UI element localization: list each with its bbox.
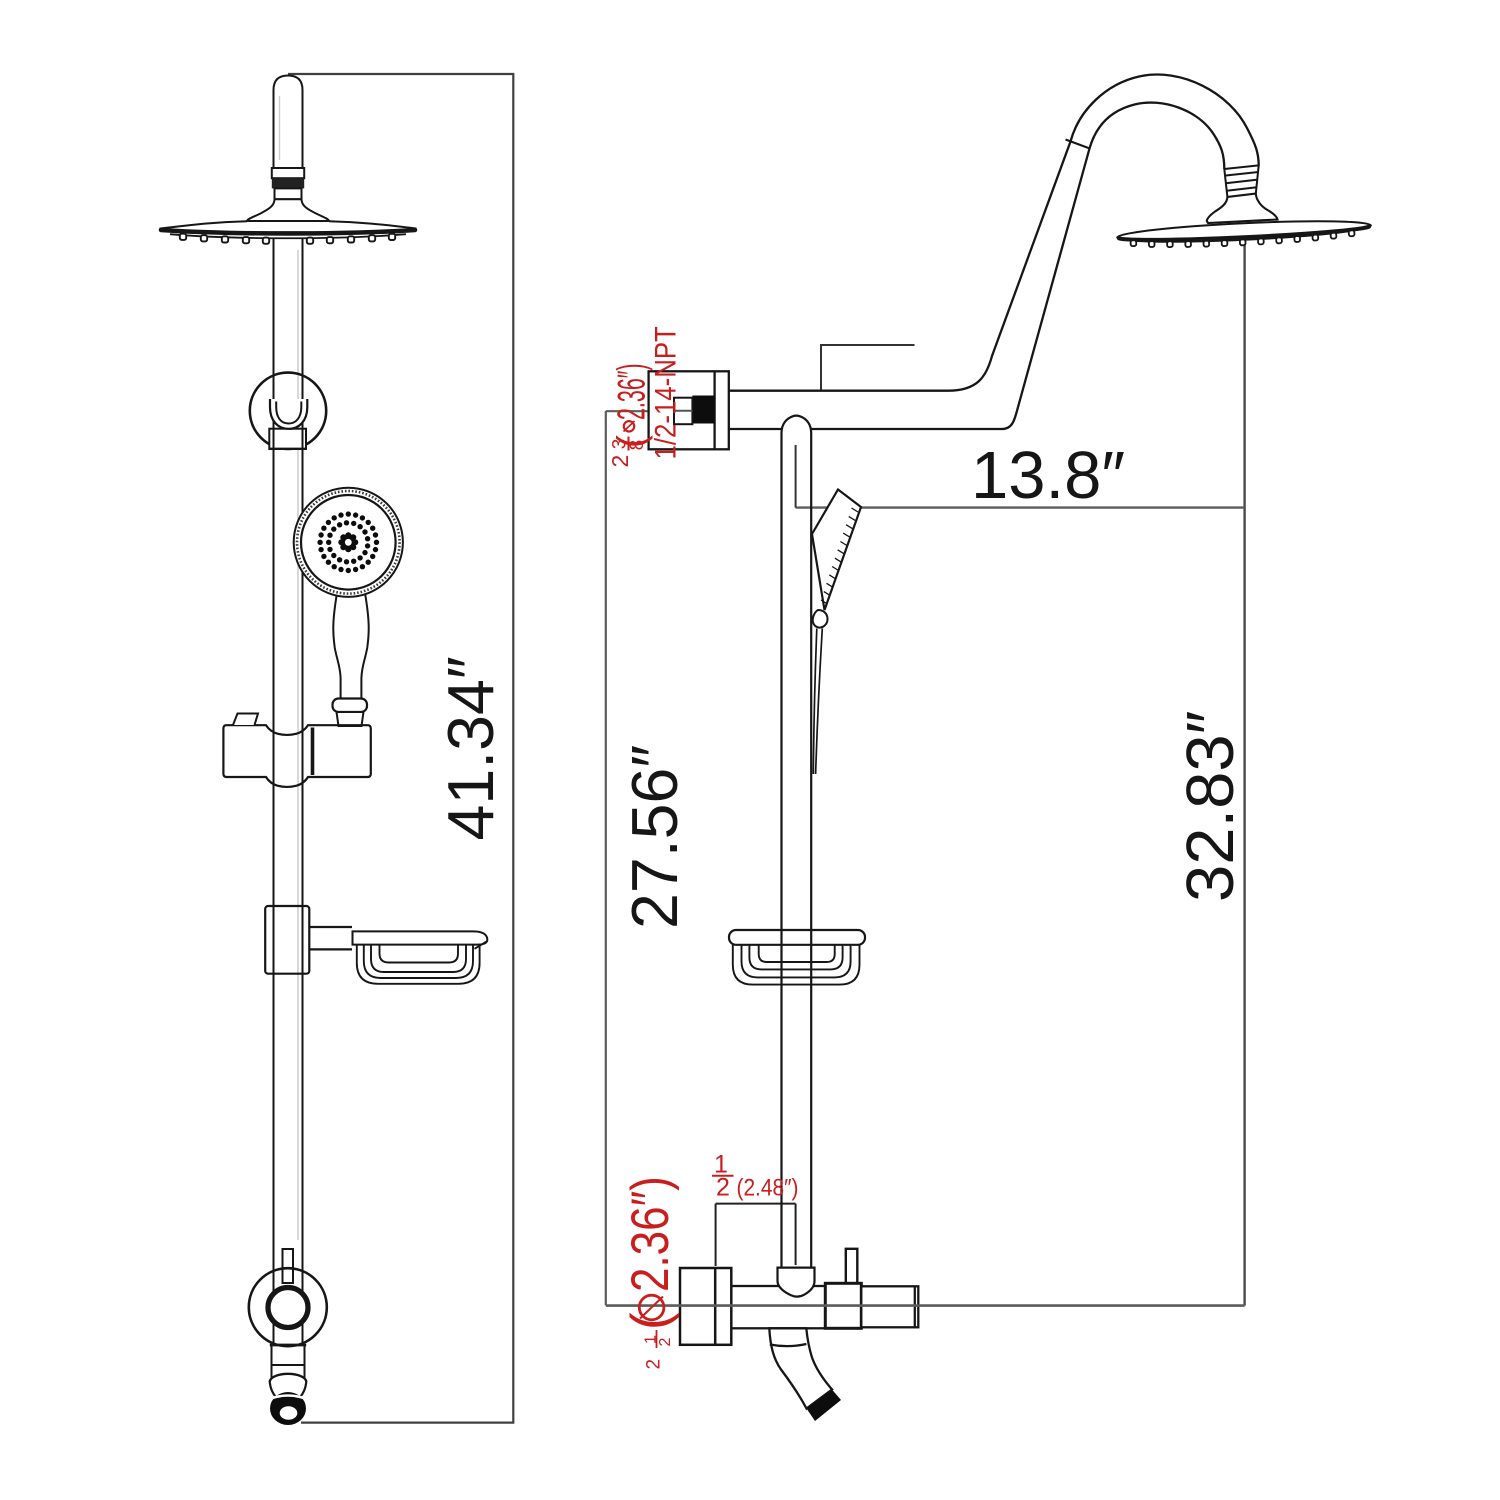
svg-text:27.56″: 27.56″ — [619, 745, 691, 929]
svg-text:8: 8 — [627, 440, 648, 451]
svg-text:1: 1 — [714, 1151, 728, 1179]
svg-text:2: 2 — [657, 1338, 674, 1347]
svg-text:2: 2 — [607, 455, 633, 468]
svg-text:(: ( — [611, 435, 654, 448]
svg-text:2: 2 — [644, 1359, 665, 1370]
svg-text:1: 1 — [643, 1335, 660, 1344]
svg-text:1/2-14-NPT: 1/2-14-NPT — [649, 326, 682, 459]
svg-text:41.34″: 41.34″ — [435, 656, 507, 840]
svg-text:2.36″): 2.36″) — [610, 364, 653, 420]
svg-text:3: 3 — [610, 439, 631, 450]
svg-text:2.36″): 2.36″) — [621, 1176, 680, 1292]
svg-text:32.83″: 32.83″ — [1173, 711, 1248, 902]
svg-text:2: 2 — [716, 1174, 730, 1202]
svg-text:13.8″: 13.8″ — [971, 438, 1125, 513]
svg-text:(2.48″): (2.48″) — [737, 1174, 799, 1201]
